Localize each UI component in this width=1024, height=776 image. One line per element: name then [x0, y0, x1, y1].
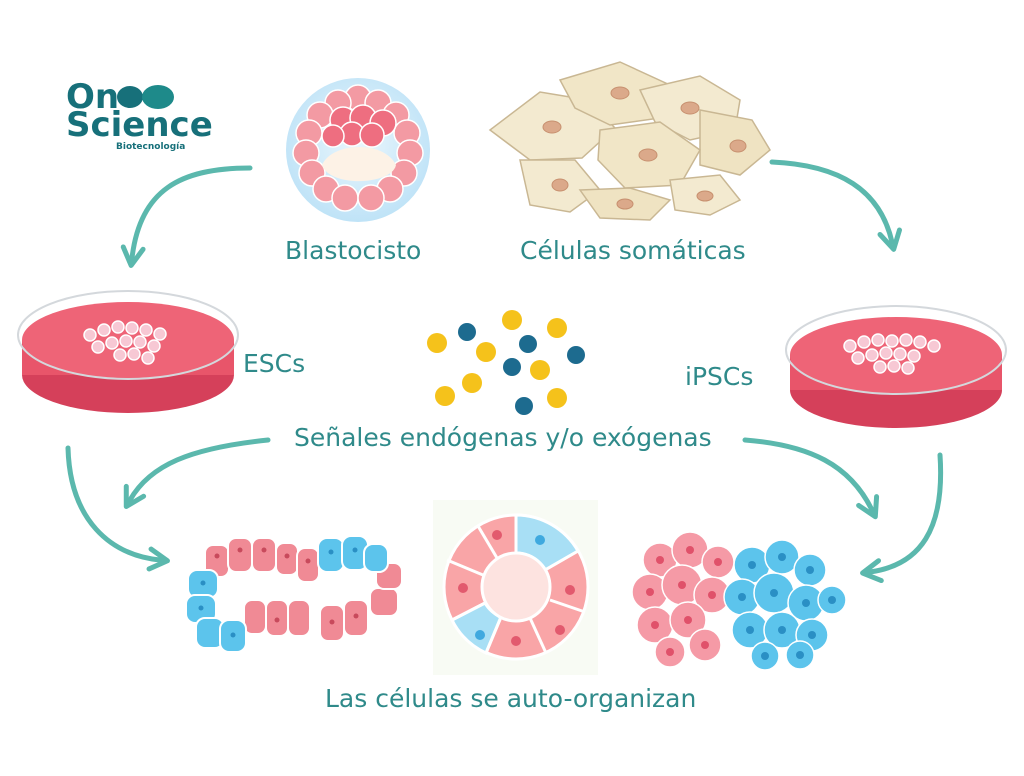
- ring-organoid: [433, 500, 598, 675]
- logo-word-on: On: [66, 77, 120, 117]
- loop-organoid: [185, 535, 403, 653]
- arrow-somatic-to-ipscs: [769, 159, 902, 252]
- logo-tagline: Biotecnología: [116, 142, 186, 152]
- blastocyst-illustration: [286, 78, 430, 222]
- arrow-signals-to-cluster: [742, 437, 880, 520]
- somatic-cells-illustration: [488, 61, 771, 221]
- arrow-escs-to-loop: [65, 445, 170, 572]
- label-signals: Señales endógenas y/o exógenas: [294, 423, 712, 452]
- label-somatic-cells: Células somáticas: [520, 236, 746, 265]
- petri-dish-ipscs: [785, 305, 1007, 428]
- signal-molecules: [427, 310, 585, 415]
- label-self-organize: Las células se auto-organizan: [325, 684, 697, 713]
- logo-word-science: Science: [66, 105, 213, 145]
- cluster-organoid: [631, 531, 847, 671]
- logo-mark: [117, 85, 174, 109]
- label-ipscs: iPSCs: [685, 362, 754, 391]
- arrow-ipscs-to-cluster: [860, 452, 944, 584]
- arrows: [65, 159, 944, 584]
- petri-dish-escs: [17, 290, 239, 413]
- arrow-signals-to-loop: [123, 437, 271, 510]
- arrow-blastocyst-to-escs: [120, 165, 253, 268]
- label-escs: ESCs: [243, 349, 306, 378]
- label-blastocyst: Blastocisto: [285, 236, 422, 265]
